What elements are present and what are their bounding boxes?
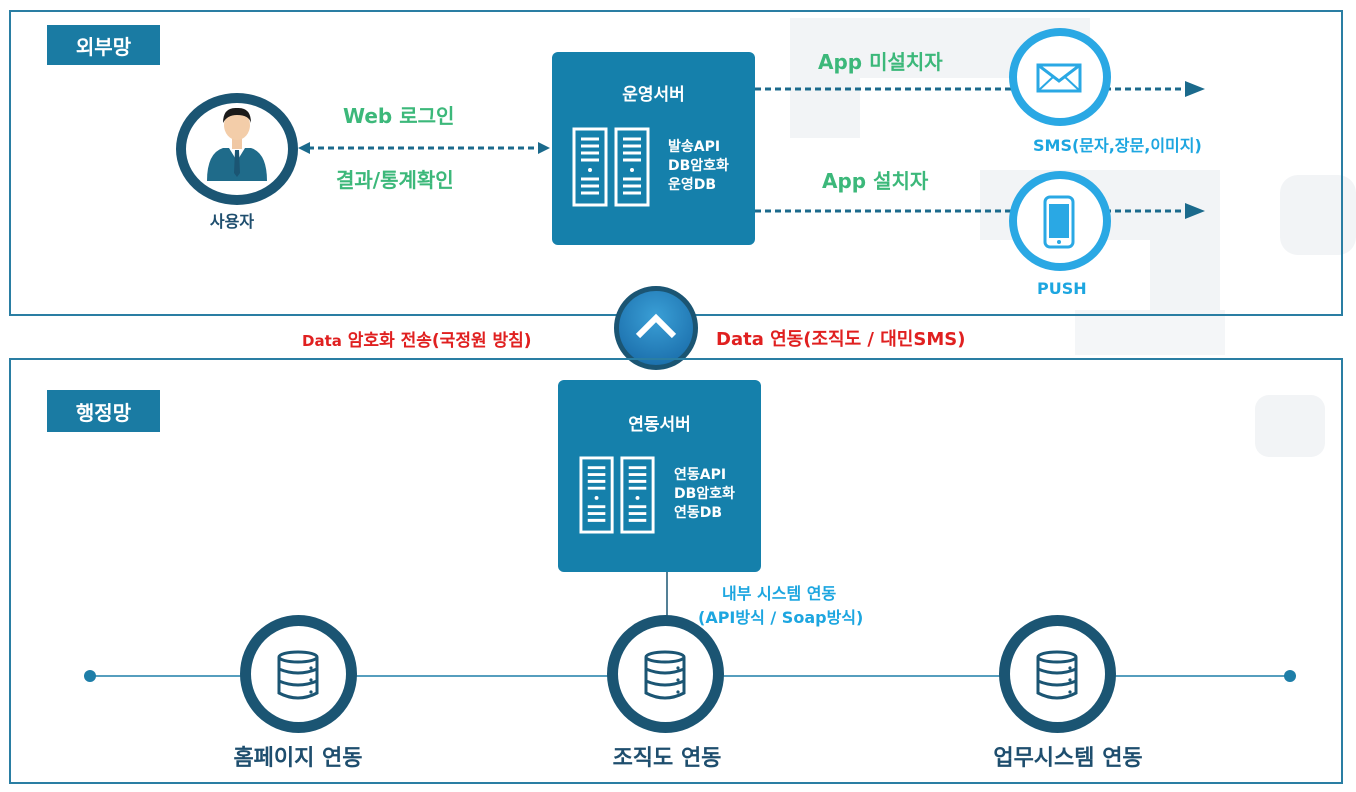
node-label-org: 조직도 연동 <box>612 746 722 771</box>
ops-server-box: 운영서버 발송API DB암호화 운영DB <box>552 52 755 245</box>
database-icon <box>277 650 319 700</box>
transfer-left-prefix: Data <box>302 332 342 350</box>
server-rack-icon <box>572 127 650 207</box>
transfer-connector-circle <box>614 286 698 370</box>
transfer-left-label: Data 암호화 전송(국정원 방침) <box>302 326 532 351</box>
sms-channel-circle <box>1009 28 1111 126</box>
push-channel-label: PUSH <box>1037 279 1087 298</box>
external-network-tag: 외부망 <box>47 25 160 65</box>
link-feature-db: 연동DB <box>674 505 723 521</box>
link-feature-api: 연동API <box>674 467 727 483</box>
link-server-box: 연동서버 연동API DB암호화 연동DB <box>558 380 761 572</box>
transfer-right-label: Data 연동(조직도 / 대민SMS) <box>716 329 966 350</box>
transfer-left-text: 암호화 전송(국정원 방침) <box>347 331 532 351</box>
admin-network-tag: 행정망 <box>47 390 160 432</box>
admin-network-zone <box>9 358 1343 784</box>
push-flow-arrow <box>755 203 1205 219</box>
envelope-icon <box>1036 63 1082 93</box>
chevron-up-icon <box>635 313 677 339</box>
ops-server-features: 발송API DB암호화 운영DB <box>668 138 729 195</box>
web-login-label: Web 로그인 <box>343 104 455 128</box>
user-label: 사용자 <box>209 212 255 231</box>
node-label-homepage: 홈페이지 연동 <box>233 746 363 771</box>
app-installed-label: App 설치자 <box>822 169 929 193</box>
push-channel-circle <box>1009 171 1111 271</box>
web-flow-arrow <box>298 142 550 154</box>
internal-link-line2: (API방식 / Soap방식) <box>698 608 864 627</box>
sms-channel-label: SMS(문자,장문,이미지) <box>1033 136 1202 155</box>
server-rack-icon-2 <box>579 456 655 534</box>
app-not-installed-label: App 미설치자 <box>818 50 943 74</box>
link-server-features: 연동API DB암호화 연동DB <box>674 466 735 523</box>
database-icon <box>644 650 686 700</box>
internal-link-line1: 내부 시스템 연동 <box>722 584 837 603</box>
user-icon <box>207 107 267 181</box>
smartphone-icon <box>1043 195 1075 249</box>
link-server-title: 연동서버 <box>628 415 691 435</box>
ops-feature-db: 운영DB <box>668 177 717 193</box>
ops-feature-api: 발송API <box>668 139 721 155</box>
ops-feature-encrypt: DB암호화 <box>668 158 729 174</box>
node-circle-homepage <box>240 615 357 733</box>
result-stats-label: 결과/통계확인 <box>336 168 454 192</box>
link-feature-encrypt: DB암호화 <box>674 486 735 502</box>
ops-server-title: 운영서버 <box>622 85 685 105</box>
node-label-business: 업무시스템 연동 <box>993 746 1143 771</box>
database-icon <box>1036 650 1078 700</box>
sms-flow-arrow <box>755 81 1205 97</box>
